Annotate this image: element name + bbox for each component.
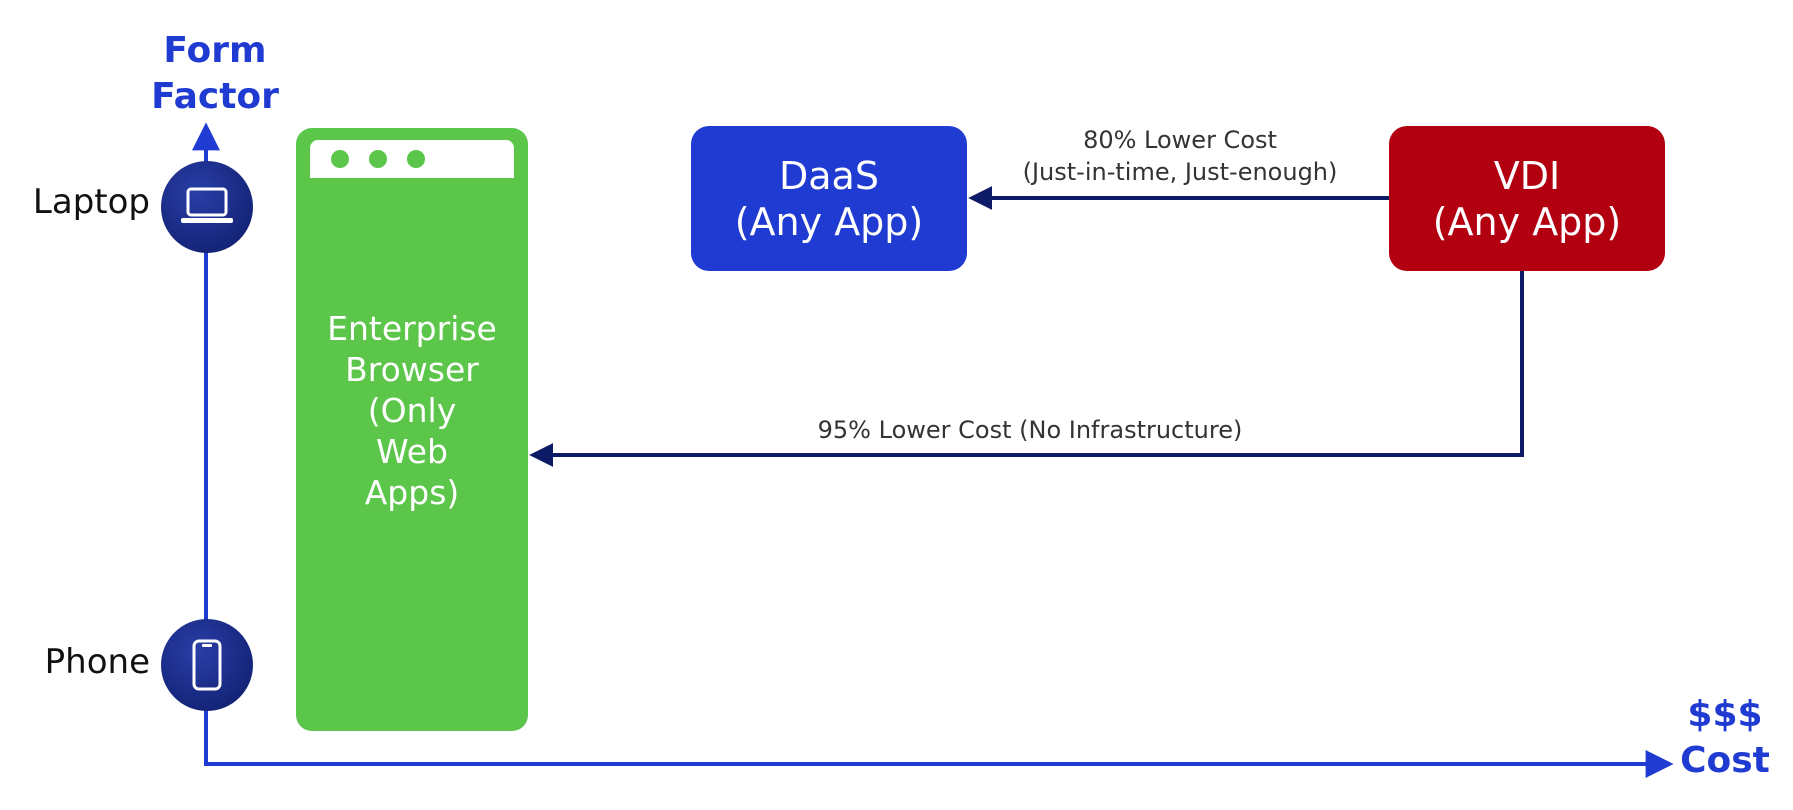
laptop-label: Laptop	[32, 182, 150, 222]
daas-box: DaaS (Any App)	[691, 126, 967, 271]
enterprise-browser-label: Enterprise Browser (Only Web Apps)	[327, 309, 497, 512]
browser-dot	[369, 150, 387, 168]
arrow-vdi-to-browser	[529, 271, 1524, 467]
enterprise-browser-box: Enterprise Browser (Only Web Apps)	[296, 128, 528, 731]
browser-dot	[331, 150, 349, 168]
vdi-box: VDI (Any App)	[1389, 126, 1665, 271]
laptop-icon	[161, 161, 253, 253]
daas-label: DaaS (Any App)	[734, 153, 924, 244]
phone-label: Phone	[44, 642, 150, 682]
x-axis-title: $$$ Cost	[1680, 694, 1770, 781]
phone-icon	[161, 619, 253, 711]
y-axis-title: Form Factor	[151, 30, 279, 117]
browser-window-icon	[310, 140, 514, 178]
daas-arrow-label: 80% Lower Cost (Just-in-time, Just-enoug…	[1022, 126, 1338, 186]
vdi-label: VDI (Any App)	[1432, 153, 1622, 244]
browser-dot	[407, 150, 425, 168]
browser-arrow-label: 95% Lower Cost (No Infrastructure)	[817, 416, 1243, 444]
